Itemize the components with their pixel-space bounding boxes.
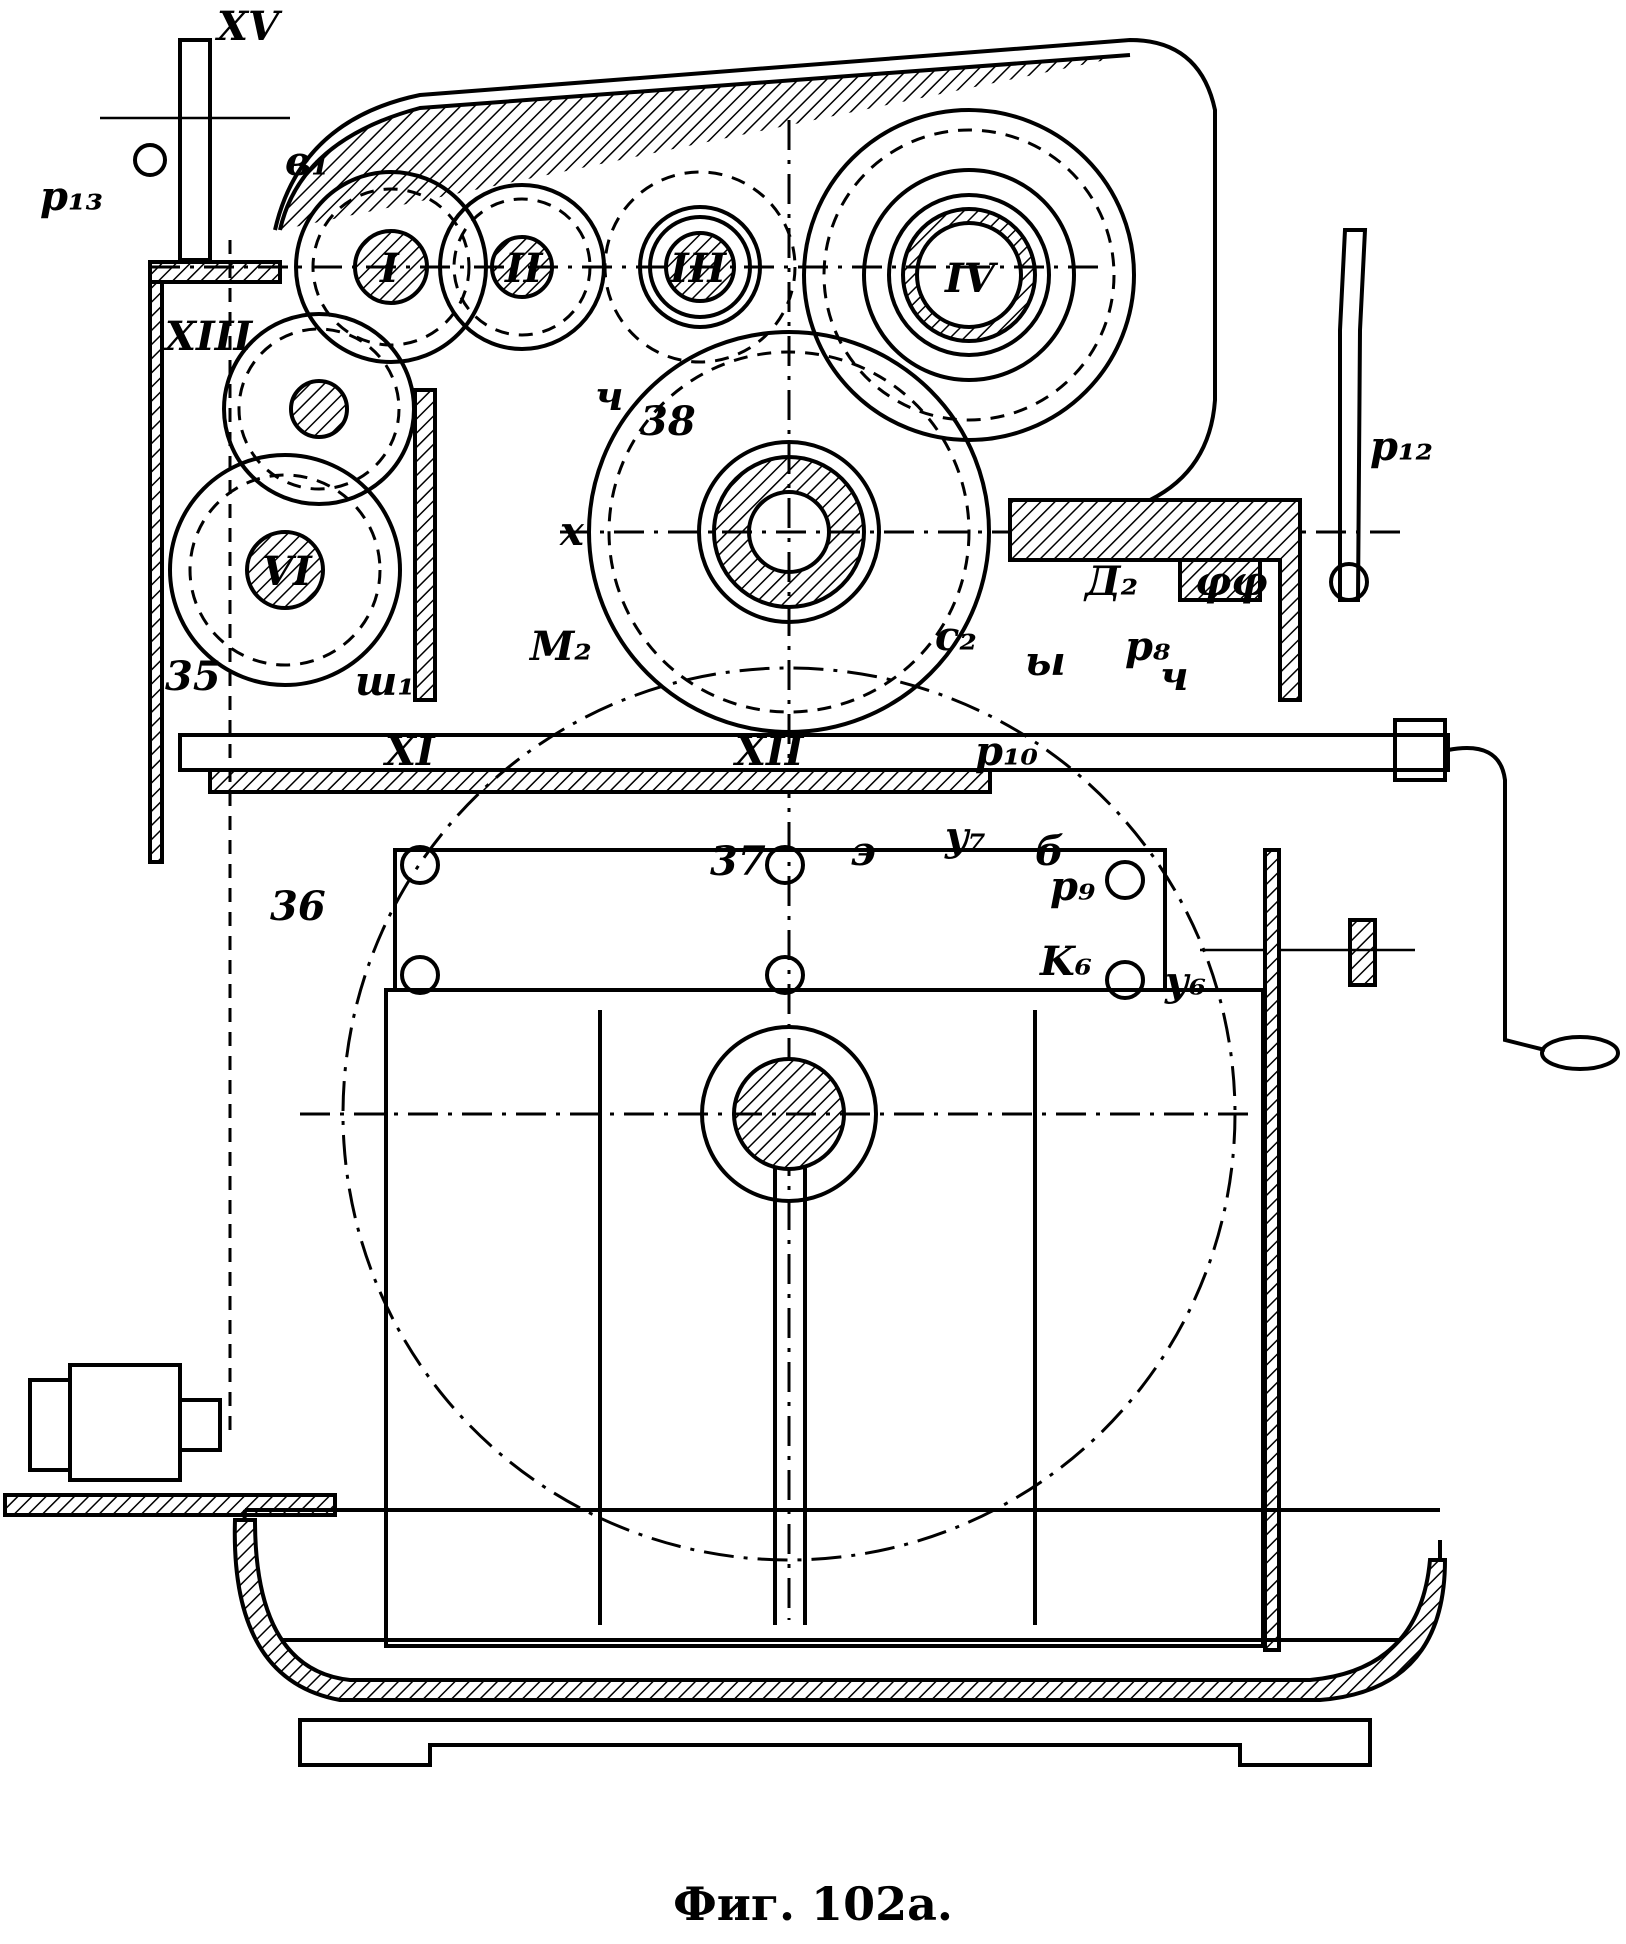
label-y7: у₇ [944,813,986,860]
shaft-housing [208,768,992,794]
label-xv: XV [214,3,283,50]
label-ii: II [504,245,544,292]
label-y-letter: ы [1025,638,1066,685]
label-d2: Д₂ [1083,558,1138,605]
label-e: э [850,828,876,875]
knob[interactable] [1348,918,1377,987]
label-x: x [559,508,585,555]
crank-handle[interactable] [1540,1035,1620,1071]
label-xii: XII [732,728,805,775]
label-i: I [379,245,400,292]
label-b: б [1035,828,1064,875]
cover-wall [278,53,1131,231]
labels: XV p₁₃ в₁ I II III IV XIII VI 35 ч 38 x … [40,3,1433,1005]
figure-caption: Фиг. 102а. [673,1877,953,1931]
label-35: 35 [165,653,221,700]
feed-box [1008,498,1302,702]
inner-guard [413,388,437,702]
label-y6: у₆ [1164,958,1206,1005]
shaft-xi-xii [178,733,1450,772]
label-p10: p₁₀ [975,728,1038,775]
label-iv: IV [944,255,999,302]
hand-crank[interactable] [1447,746,1546,1052]
label-v1: в₁ [285,138,329,185]
label-37: 37 [710,838,766,885]
gearbox-cover [273,37,1217,502]
label-xiii: XIII [162,313,253,360]
spring-housing [1178,558,1262,602]
label-ch-right: ч [1160,653,1189,700]
gear-train [150,108,1400,1620]
label-p8: p₈ [1125,623,1171,670]
label-k6: K₆ [1039,938,1092,985]
lever-p12-handle[interactable] [1338,228,1368,602]
base-plinth [298,1718,1372,1767]
xv-rod [178,38,212,262]
label-iii: III [669,245,727,292]
label-m2: M₂ [528,623,592,670]
label-ch-top: ч [595,373,624,420]
label-36: 36 [270,883,326,930]
label-p12: p₁₂ [1370,423,1433,470]
left-guard [148,260,164,864]
label-sh1: ш₁ [355,658,415,705]
label-c2: c₂ [935,613,977,660]
label-phi: φφ [1195,558,1267,605]
label-xi: XI [382,728,436,775]
motor [3,240,337,1517]
top-plate [148,260,282,284]
label-38: 38 [640,398,696,445]
label-p13: p₁₃ [40,173,103,220]
label-p9: p₉ [1050,863,1096,910]
label-vi: VI [262,548,313,595]
base-pan [232,1518,1448,1702]
